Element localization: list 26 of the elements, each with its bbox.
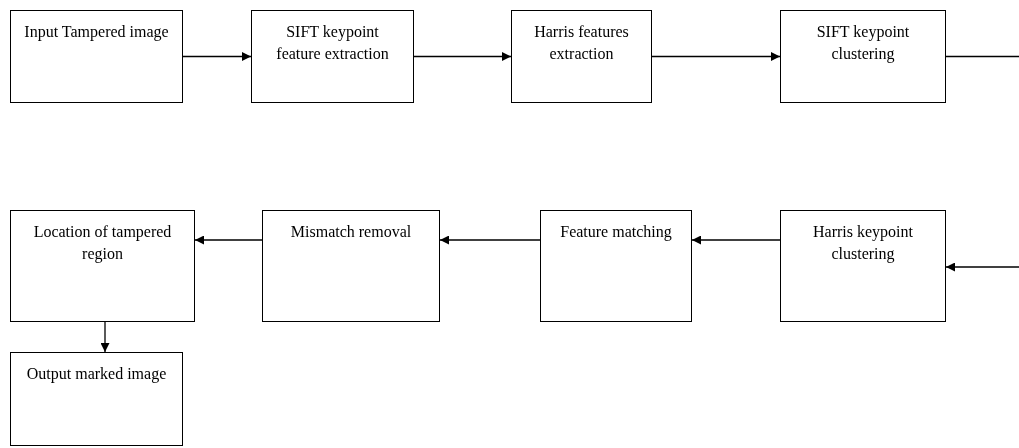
arrow (691, 235, 781, 245)
arrow (945, 262, 1019, 272)
arrow (651, 52, 781, 61)
process-box (780, 210, 946, 322)
process-box (780, 10, 946, 103)
process-box (540, 210, 692, 322)
arrow (182, 52, 252, 61)
process-box (511, 10, 652, 103)
process-box (10, 210, 195, 322)
arrow (194, 235, 263, 245)
box-label: SIFT keypoint feature extraction (275, 22, 390, 64)
arrow (100, 321, 110, 353)
process-box (262, 210, 440, 322)
box-label: Location of tampered region (32, 222, 173, 265)
process-box (10, 352, 183, 446)
box-label: Harris features extraction (533, 22, 630, 64)
box-label: Feature matching (559, 222, 673, 243)
arrow (413, 52, 512, 61)
box-label: Input Tampered image (23, 22, 170, 43)
box-label: Mismatch removal (289, 222, 413, 242)
box-label: Output marked image (25, 364, 168, 385)
process-box (10, 10, 183, 103)
arrow (439, 235, 541, 245)
box-label: SIFT keypoint clustering (815, 22, 911, 65)
process-box (251, 10, 414, 103)
box-label: Harris keypoint clustering (812, 222, 914, 265)
